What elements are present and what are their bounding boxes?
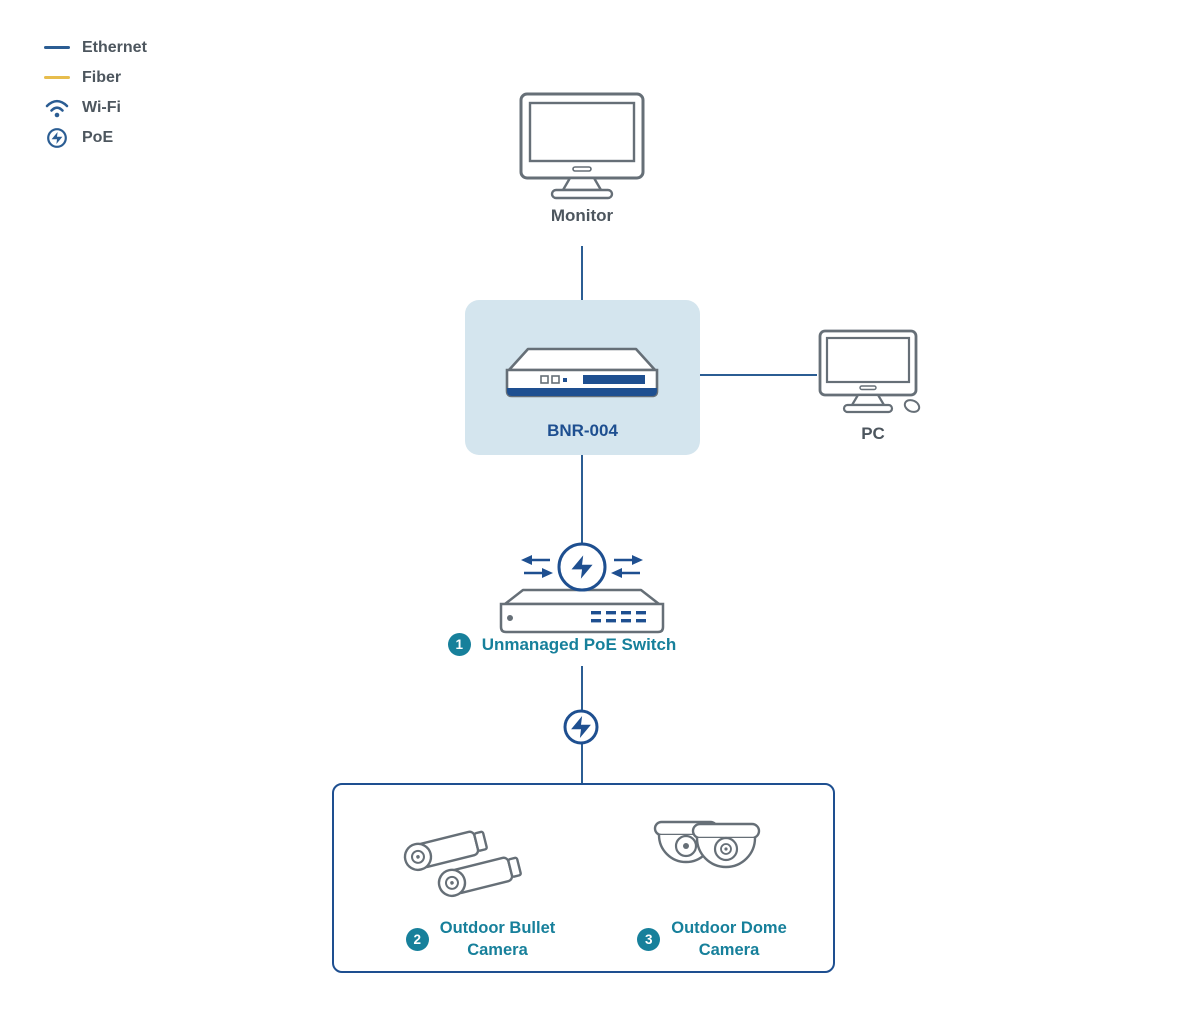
ethernet-line-nvr-switch: [581, 455, 583, 545]
ethernet-line-nvr-pc: [700, 374, 817, 376]
fiber-line-icon: [44, 76, 70, 79]
ethernet-line-monitor-nvr: [581, 246, 583, 300]
monitor-icon: [517, 90, 647, 202]
bullet-camera-caption: 2 Outdoor Bullet Camera: [338, 917, 623, 961]
poe-switch-caption: 1 Unmanaged PoE Switch: [372, 633, 752, 656]
desktop-pc-icon: [817, 328, 929, 424]
dome-camera-label: Outdoor Dome Camera: [671, 917, 787, 961]
step-badge-3: 3: [637, 927, 661, 951]
dome-camera-label-line2: Camera: [698, 941, 760, 959]
monitor-label: Monitor: [550, 206, 614, 225]
step-badge-1: 1: [447, 633, 471, 656]
bullet-cameras-icon: [390, 813, 550, 908]
legend-label-ethernet: Ethernet: [82, 38, 147, 56]
poe-switch-label: Unmanaged PoE Switch: [481, 635, 677, 654]
legend-label-fiber: Fiber: [82, 68, 122, 86]
pc-label: PC: [861, 424, 885, 443]
ethernet-line-icon: [44, 46, 70, 49]
bullet-camera-label-line1: Outdoor Bullet: [439, 919, 556, 937]
legend-label-wifi: Wi-Fi: [82, 98, 121, 116]
wifi-icon: [44, 97, 70, 119]
legend-item-wifi: Wi-Fi: [44, 93, 147, 122]
bullet-camera-label: Outdoor Bullet Camera: [440, 917, 555, 961]
legend-label-poe: PoE: [82, 128, 114, 146]
legend-item-ethernet: Ethernet: [44, 33, 147, 62]
poe-bolt-icon: [562, 708, 600, 746]
dome-camera-label-line1: Outdoor Dome: [671, 919, 787, 937]
dome-camera-caption: 3 Outdoor Dome Camera: [572, 917, 852, 961]
step-badge-2: 2: [405, 927, 429, 951]
legend-item-poe: PoE: [44, 123, 147, 152]
poe-bolt-icon: [44, 127, 70, 149]
legend-item-fiber: Fiber: [44, 63, 147, 92]
poe-switch-icon: [487, 540, 677, 640]
bullet-camera-label-line2: Camera: [467, 941, 528, 959]
nvr-device-icon: [497, 345, 667, 403]
nvr-label: BNR-004: [547, 421, 618, 440]
legend: Ethernet Fiber Wi-Fi PoE: [44, 33, 147, 152]
dome-cameras-icon: [645, 810, 780, 905]
